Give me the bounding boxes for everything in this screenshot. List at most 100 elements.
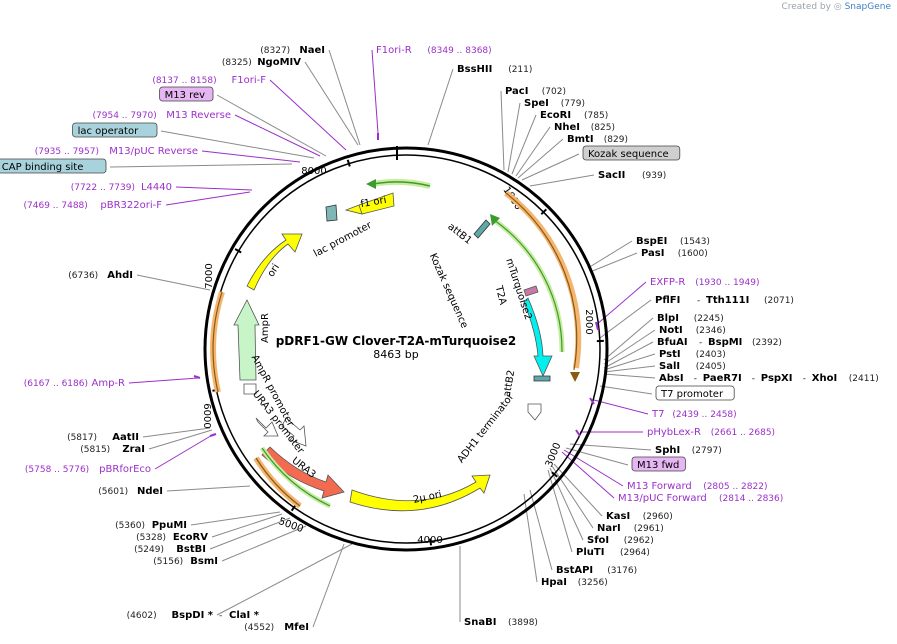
- primer-mark-right-a: [595, 321, 599, 331]
- label-T7: T7(2439 .. 2458): [651, 409, 737, 420]
- label-coord: (1600): [678, 249, 708, 259]
- leader-line: [561, 451, 615, 499]
- feature-label-Kozakin: Kozak sequence: [427, 252, 470, 330]
- label-name: PacI: [505, 86, 528, 97]
- leader-line: [312, 543, 345, 628]
- leader-line: [599, 299, 652, 339]
- label-PluTI: PluTI(2964): [576, 547, 650, 558]
- tick-label: 2000: [583, 309, 594, 334]
- label-coord: (5817): [67, 433, 97, 443]
- label-EcoRV: EcoRV(5328): [136, 532, 208, 543]
- adh1-terminator-arrow: [527, 403, 542, 421]
- label-name: PstI: [659, 349, 681, 360]
- ampr-arrow: [233, 299, 260, 381]
- label-extra: PspXI: [761, 373, 793, 384]
- label-PpuMI: PpuMI(5360): [115, 520, 187, 531]
- label-T7prom: T7 promoter: [655, 385, 735, 401]
- label-SacII: SacII(939): [598, 170, 666, 181]
- tick-label: 8000: [301, 166, 326, 177]
- label-name: KasI: [606, 511, 630, 522]
- f1-ori-arrow: [344, 192, 395, 215]
- label-name: SphI: [655, 445, 680, 456]
- leader-line: [128, 377, 199, 384]
- label-F1ori-F: F1ori-F (8137 .. 8158): [152, 75, 266, 86]
- label-coord: (6736): [68, 271, 98, 281]
- tick-label: 6000: [201, 403, 212, 428]
- label-Amp-R: Amp-R(6167 .. 6186): [24, 378, 125, 389]
- t2a-mark: [523, 285, 539, 297]
- leader-line: [603, 373, 656, 379]
- label-coord: (8327): [260, 46, 290, 56]
- label-coord: (5249): [134, 545, 164, 555]
- lac-green-arrow-head: [366, 179, 376, 189]
- label-coord: (2405): [696, 362, 726, 372]
- label-coord: (2960): [643, 512, 673, 522]
- lower-orange-arc-line: [255, 457, 301, 507]
- label-coord: (779): [561, 99, 585, 109]
- label-pHybLex: pHybLex-R(2661 .. 2685): [647, 427, 775, 438]
- feature-arrows: [193, 133, 599, 512]
- label-coord: (3898): [508, 618, 538, 628]
- leader-line: [500, 90, 505, 171]
- snapgene-logo-icon: ◎: [833, 2, 842, 12]
- label-HpaI: HpaI(3256): [541, 577, 608, 588]
- label-coord: (702): [542, 87, 566, 97]
- label-name: Amp-R: [92, 378, 126, 389]
- leader-line: [529, 174, 595, 187]
- label-NgoMIV: NgoMIV(8325): [222, 57, 301, 68]
- leader-line: [515, 126, 551, 177]
- label-MfeI: MfeI(4552): [244, 622, 309, 633]
- label-name: SpeI: [524, 98, 549, 109]
- label-dash: -: [699, 338, 702, 348]
- label-name: BfuAI: [657, 337, 688, 348]
- label-name: pHybLex-R: [647, 427, 701, 438]
- label-box-text: lac operator: [78, 126, 139, 137]
- leader-line: [563, 449, 624, 487]
- label-coord: (2392): [752, 338, 782, 348]
- label-NarI: NarI(2961): [597, 523, 664, 534]
- label-coord: (5156): [153, 557, 183, 567]
- label-coord: (8349 .. 8368): [427, 46, 491, 56]
- right-green-arc-line: [493, 219, 563, 353]
- label-coord: (2805 .. 2822): [703, 482, 767, 492]
- leader-line: [211, 513, 283, 538]
- label-name: SalI: [659, 361, 680, 372]
- label-box: [0, 158, 107, 174]
- label-name: MfeI: [284, 622, 309, 633]
- label-name: SnaBI: [464, 617, 496, 628]
- plasmid-name: pDRF1-GW Clover-T2A-mTurquoise2: [276, 334, 517, 348]
- label-coord: (2071): [764, 296, 794, 306]
- label-name: AatII: [112, 432, 139, 443]
- label-name: PflFI: [655, 295, 680, 306]
- label-coord: (1543): [680, 237, 710, 247]
- leader-line: [190, 511, 281, 526]
- tick-label: 4000: [417, 535, 442, 546]
- label-name: PluTI: [576, 547, 604, 558]
- feature-label-ADH1: ADH1 terminator: [456, 391, 517, 465]
- label-M13fwd: M13 fwd: [631, 456, 686, 472]
- label-NotI: NotI(2346): [659, 325, 726, 336]
- label-M13pUCRev: M13/pUC Reverse(7935 .. 7957): [35, 146, 198, 157]
- label-coord: (7469 .. 7488): [24, 201, 88, 211]
- leader-line: [166, 485, 251, 492]
- label-name: NarI: [597, 523, 621, 534]
- label-name: M13/pUC Reverse: [109, 146, 198, 157]
- label-coord: (1930 .. 1949): [695, 278, 759, 288]
- label-name: M13/pUC Forward: [618, 493, 707, 504]
- label-SalI: SalI (2405): [659, 361, 726, 372]
- label-box-text: T7 promoter: [660, 389, 724, 400]
- leader-line: [603, 365, 656, 373]
- label-BstAPI: BstAPI(3176): [556, 565, 637, 576]
- tick-label: 3000: [544, 441, 564, 469]
- leader-line: [599, 385, 653, 395]
- label-name: F1ori-F: [232, 75, 267, 86]
- leader-line: [589, 252, 638, 273]
- leader-line: [165, 191, 251, 206]
- leader-line: [328, 49, 361, 146]
- label-NdeI: NdeI(5601): [98, 486, 163, 497]
- label-coord: (8137 .. 8158): [152, 76, 216, 86]
- leader-line: [269, 79, 347, 151]
- label-Kozak: Kozak sequence: [582, 145, 681, 161]
- label-box-text: M13 rev: [165, 90, 206, 101]
- label-leader-lines: [109, 49, 656, 628]
